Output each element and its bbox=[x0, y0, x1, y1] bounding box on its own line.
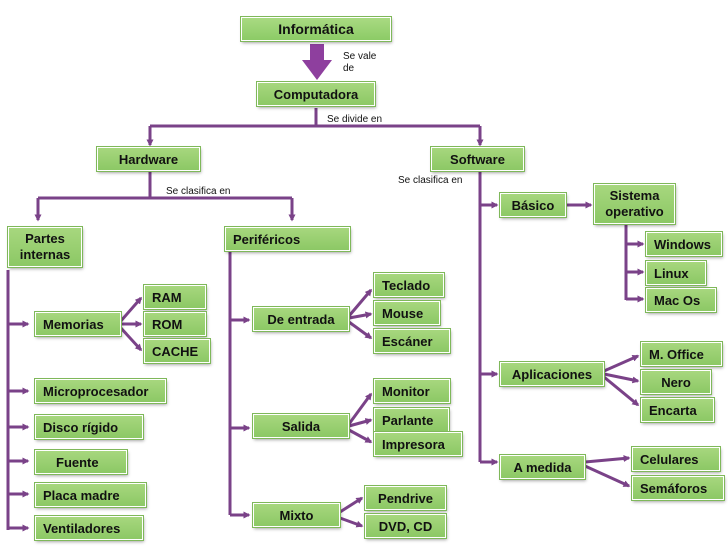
connector-to-escaner bbox=[348, 320, 373, 340]
node-a-medida: A medida bbox=[499, 454, 586, 480]
node-de-entrada: De entrada bbox=[252, 306, 350, 332]
node-hardware: Hardware bbox=[96, 146, 201, 172]
node-aplicaciones: Aplicaciones bbox=[499, 361, 605, 387]
node-perifericos: Periféricos bbox=[224, 226, 351, 252]
label-se-divide-en: Se divide en bbox=[327, 114, 383, 125]
connector-to-cache bbox=[118, 325, 143, 352]
node-ventiladores: Ventiladores bbox=[34, 515, 144, 541]
node-mac-os: Mac Os bbox=[645, 287, 717, 313]
node-nero: Nero bbox=[640, 369, 712, 395]
label-se-clasifica-en-software: Se clasifica en bbox=[398, 175, 463, 186]
node-mixto: Mixto bbox=[252, 502, 341, 528]
connector-to-celulares bbox=[584, 455, 631, 464]
node-impresora: Impresora bbox=[373, 431, 463, 457]
node-mouse: Mouse bbox=[373, 300, 441, 326]
node-celulares: Celulares bbox=[631, 446, 721, 472]
connector-to-encarta bbox=[603, 375, 640, 407]
node-informatica: Informática bbox=[240, 16, 392, 42]
node-fuente: Fuente bbox=[34, 449, 128, 475]
node-basico: Básico bbox=[499, 192, 567, 218]
connector-to-teclado bbox=[347, 288, 373, 317]
node-pendrive: Pendrive bbox=[364, 485, 447, 511]
label-se-clasifica-en-hardware: Se clasifica en bbox=[166, 186, 231, 197]
node-teclado: Teclado bbox=[373, 272, 445, 298]
node-microprocesador: Microprocesador bbox=[34, 378, 167, 404]
node-memorias: Memorias bbox=[34, 311, 122, 337]
connector-to-impresora bbox=[348, 428, 373, 444]
connector-hardware-split bbox=[38, 172, 292, 200]
connector-to-pendrive bbox=[339, 496, 364, 514]
node-semaforos: Semáforos bbox=[631, 475, 725, 501]
node-ram: RAM bbox=[143, 284, 207, 310]
connector-to-ram bbox=[118, 296, 143, 323]
node-escaner: Escáner bbox=[373, 328, 451, 354]
big-down-arrow bbox=[302, 44, 332, 80]
node-linux: Linux bbox=[645, 260, 707, 286]
node-software: Software bbox=[430, 146, 525, 172]
node-rom: ROM bbox=[143, 311, 207, 337]
connector-to-nero bbox=[603, 372, 640, 384]
connector-to-semaforos bbox=[584, 464, 631, 488]
node-partes-internas: Partes internas bbox=[7, 226, 83, 268]
node-dvd-cd: DVD, CD bbox=[364, 513, 447, 539]
connector-to-moffice bbox=[603, 354, 640, 373]
connector-computadora-split bbox=[150, 108, 480, 128]
node-parlante: Parlante bbox=[373, 407, 450, 433]
node-cache: CACHE bbox=[143, 338, 211, 364]
node-disco-rigido: Disco rígido bbox=[34, 414, 144, 440]
node-sistema-operativo: Sistema operativo bbox=[593, 183, 676, 225]
node-computadora: Computadora bbox=[256, 81, 376, 107]
label-se-vale-de: Se vale de bbox=[343, 51, 377, 74]
connector-to-dvd bbox=[339, 516, 364, 528]
connector-to-parlante bbox=[348, 418, 373, 428]
node-placa-madre: Placa madre bbox=[34, 482, 147, 508]
node-salida: Salida bbox=[252, 413, 350, 439]
node-monitor: Monitor bbox=[373, 378, 451, 404]
connector-to-mouse bbox=[348, 311, 373, 320]
node-m-office: M. Office bbox=[640, 341, 723, 367]
connector-to-monitor bbox=[347, 392, 373, 425]
node-windows: Windows bbox=[645, 231, 723, 257]
node-encarta: Encarta bbox=[640, 397, 715, 423]
